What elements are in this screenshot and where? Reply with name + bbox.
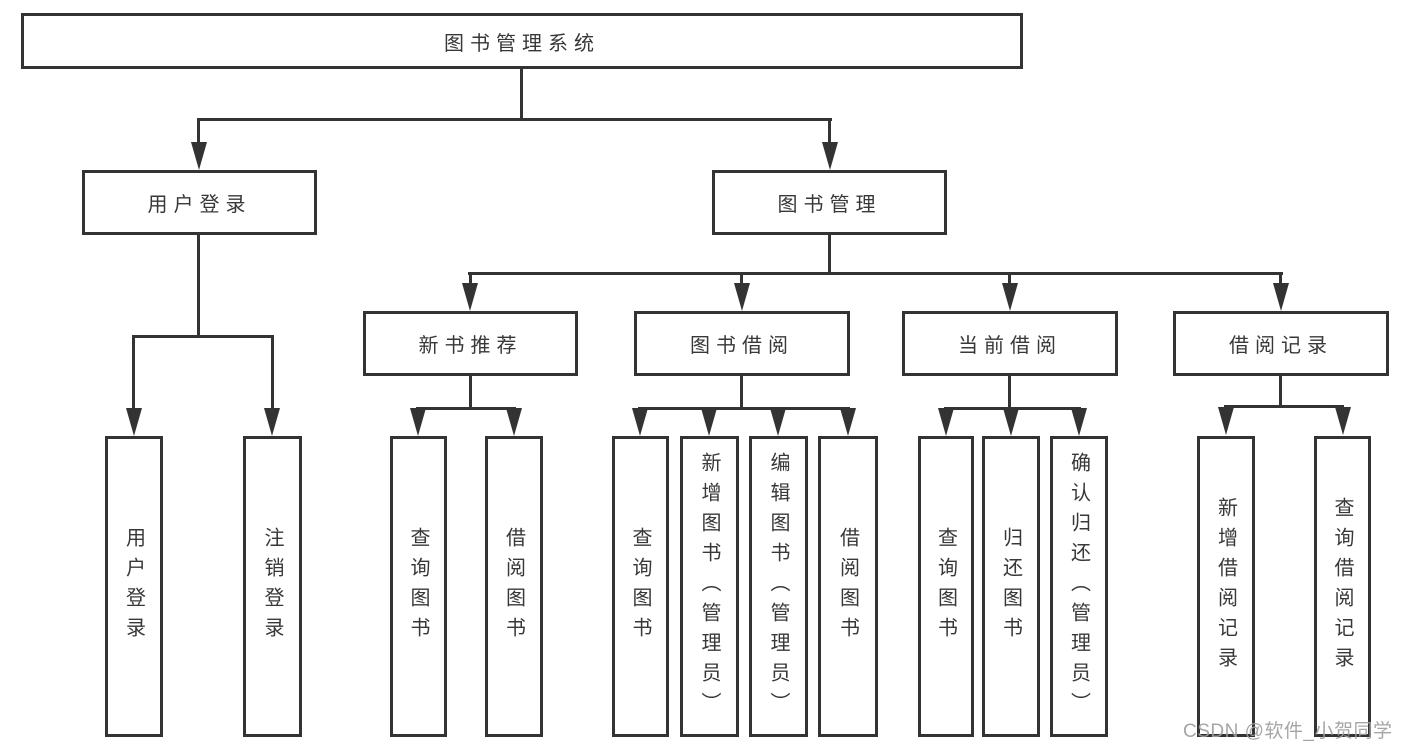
arrow-to-bb-query xyxy=(632,408,648,436)
leaf-br-add-record: 新增借阅记录 xyxy=(1197,436,1255,737)
connector-user-login-drop xyxy=(197,235,200,338)
connector-stem-new-books xyxy=(469,272,472,286)
leaf-bb-query-books: 查询图书 xyxy=(612,436,669,737)
connector-borrow-records-drop xyxy=(1279,376,1282,408)
connector-borrow-records-split xyxy=(1224,405,1344,408)
connector-stem-leaf-logout xyxy=(271,335,274,413)
arrow-to-leaf-login xyxy=(126,408,142,436)
connector-book-borrow-drop xyxy=(740,376,743,410)
connector-stem-leaf-login xyxy=(132,335,135,413)
arrow-to-book-mgmt xyxy=(822,142,838,170)
node-library-system: 图书管理系统 xyxy=(21,13,1023,69)
connector-new-books-split xyxy=(416,407,516,410)
connector-current-borrow-drop xyxy=(1008,376,1011,410)
arrow-to-cb-confirm xyxy=(1071,408,1087,436)
arrow-to-nb-borrow xyxy=(506,408,522,436)
leaf-cb-query-books: 查询图书 xyxy=(918,436,974,737)
connector-book-borrow-split xyxy=(638,407,850,410)
arrow-to-user-login xyxy=(191,142,207,170)
node-user-login: 用户登录 xyxy=(82,170,317,235)
arrow-to-borrow-records xyxy=(1273,283,1289,311)
connector-stem-user-login xyxy=(197,118,200,146)
leaf-bb-edit-books-admin: 编辑图书（管理员） xyxy=(749,436,808,737)
connector-stem-book-borrow xyxy=(740,272,743,286)
arrow-to-nb-query xyxy=(410,408,426,436)
leaf-br-query-record: 查询借阅记录 xyxy=(1314,436,1371,737)
arrow-to-br-query xyxy=(1335,407,1351,435)
connector-root-split xyxy=(197,118,832,121)
leaf-bb-add-books-admin: 新增图书（管理员） xyxy=(680,436,739,737)
arrow-to-br-add xyxy=(1218,407,1234,435)
arrow-to-new-books xyxy=(462,283,478,311)
leaf-nb-query-books: 查询图书 xyxy=(390,436,447,737)
node-current-borrow: 当前借阅 xyxy=(902,311,1118,376)
node-new-books: 新书推荐 xyxy=(363,311,578,376)
leaf-logout: 注销登录 xyxy=(243,436,302,737)
leaf-user-login: 用户登录 xyxy=(105,436,163,737)
arrow-to-cb-query xyxy=(938,408,954,436)
connector-stem-current-borrow xyxy=(1008,272,1011,286)
arrow-to-bb-borrow xyxy=(840,408,856,436)
connector-stem-book-mgmt xyxy=(828,118,831,146)
arrow-to-bb-edit xyxy=(770,408,786,436)
arrow-to-book-borrow xyxy=(734,283,750,311)
leaf-bb-borrow-books: 借阅图书 xyxy=(818,436,878,737)
arrow-to-leaf-logout xyxy=(264,408,280,436)
node-book-mgmt: 图书管理 xyxy=(712,170,947,235)
leaf-cb-return-books: 归还图书 xyxy=(982,436,1040,737)
connector-stem-borrow-records xyxy=(1279,272,1282,286)
arrow-to-cb-return xyxy=(1003,408,1019,436)
arrow-to-current-borrow xyxy=(1002,283,1018,311)
connector-book-mgmt-split xyxy=(468,272,1283,275)
arrow-to-bb-add xyxy=(701,408,717,436)
connector-root-drop xyxy=(520,69,523,121)
connector-user-login-split xyxy=(132,335,274,338)
connector-book-mgmt-drop xyxy=(828,235,831,275)
node-borrow-records: 借阅记录 xyxy=(1173,311,1389,376)
csdn-watermark: CSDN @软件_小贺同学 xyxy=(1183,721,1393,742)
leaf-nb-borrow-books: 借阅图书 xyxy=(485,436,543,737)
leaf-cb-confirm-return-admin: 确认归还（管理员） xyxy=(1050,436,1108,737)
connector-new-books-drop xyxy=(469,376,472,410)
node-book-borrow: 图书借阅 xyxy=(634,311,850,376)
